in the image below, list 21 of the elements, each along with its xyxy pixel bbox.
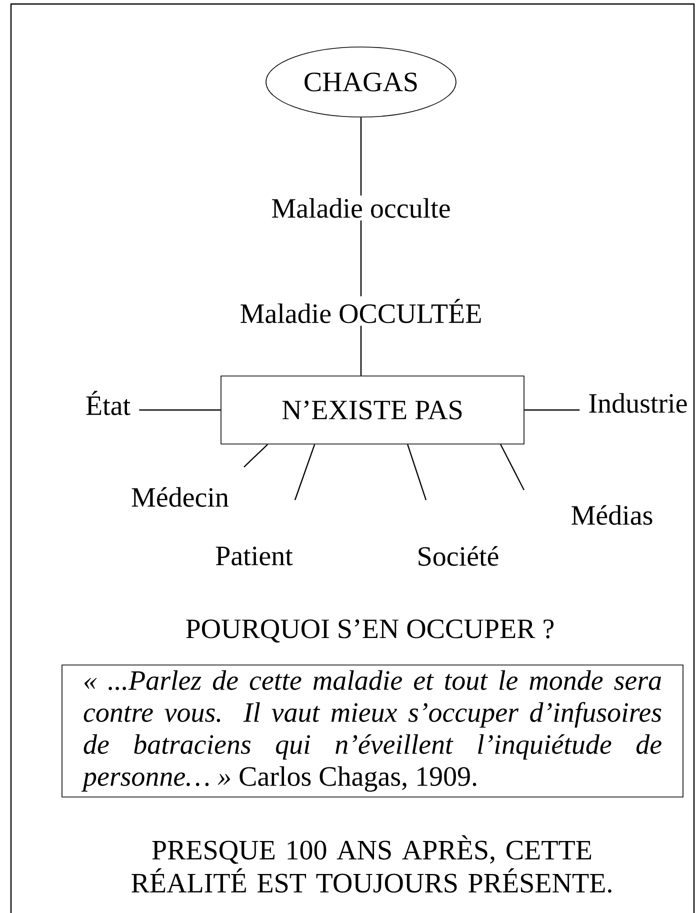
- connector-line: [139, 409, 221, 411]
- connector-line: [360, 220, 362, 296]
- node-text: Maladie OCCULTÉE: [240, 298, 481, 324]
- node-text: État: [86, 390, 130, 416]
- connector-line: [244, 444, 268, 468]
- connector-line: [360, 326, 362, 376]
- process-box: N’EXISTE PAS: [220, 376, 524, 444]
- quote-box: « ...Parlez de cette maladie et tout le monde sera contre vous. Il vaut mieux s’occuper d’infusoires de batraciens qui n’éveillent l’inquiétude de personne… » Carlos Chagas, 1909.: [62, 664, 684, 798]
- ellipse-node: CHAGAS: [266, 46, 456, 118]
- connector-line: [524, 409, 580, 411]
- node-text: Industrie: [589, 393, 687, 413]
- connector-line: [500, 444, 525, 490]
- node-text: Médias: [572, 505, 652, 525]
- heading-text: PRESQUE 100 ANS APRÈS, CETTE RÉALITÉ EST TOUJOURS PRÉSENTE.: [132, 835, 612, 893]
- node-text: Médecin: [132, 487, 229, 507]
- node-text: Société: [418, 546, 498, 566]
- node-text: Patient: [216, 546, 293, 566]
- connector-line: [360, 117, 362, 196]
- node-text: Maladie occulte: [272, 198, 450, 218]
- connector-line: [294, 444, 316, 500]
- connector-line: [407, 444, 427, 500]
